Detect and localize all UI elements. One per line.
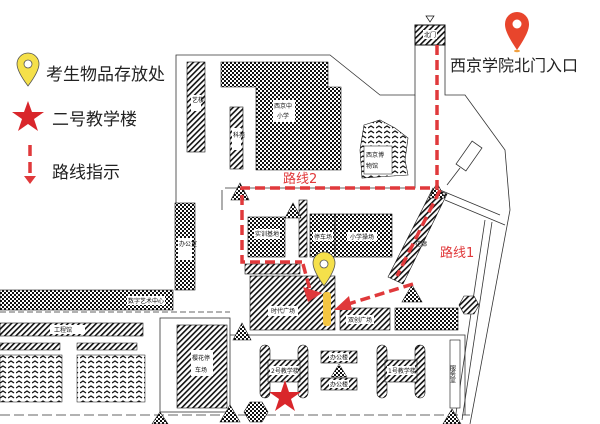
label: 艺楼 <box>192 96 204 104</box>
label: 1号教学楼 <box>388 367 416 375</box>
hatched-block <box>0 342 61 351</box>
route-2-path <box>240 45 439 291</box>
label: 花廊 <box>415 240 427 248</box>
storage-location-bar <box>323 292 331 326</box>
label: 时代广场 <box>271 307 295 315</box>
label: 樱花停 <box>192 354 210 362</box>
route-2-arrow <box>303 287 322 302</box>
label: 小学操场 <box>350 233 374 241</box>
north-entrance-pin-icon[interactable] <box>505 12 529 53</box>
route-1-arrow <box>334 296 352 310</box>
label: 车场 <box>195 366 207 374</box>
service-room: 服务室 <box>449 339 461 409</box>
route-1-path <box>344 189 442 307</box>
school-playground: 小学操场 <box>334 213 393 258</box>
hatched-strip <box>298 199 308 258</box>
storage-pin-icon[interactable] <box>312 251 336 287</box>
label: 办公楼 <box>330 381 348 389</box>
parking-lot: 停车场 <box>309 213 336 258</box>
legend-building2-label: 二号教学楼 <box>52 110 137 130</box>
digital-art-center: 数字艺术中心 <box>0 289 174 311</box>
north-gate: 北门 <box>414 15 446 46</box>
label: 工程馆 <box>54 326 72 334</box>
building-training: 实训基地 <box>247 216 286 258</box>
checker-block <box>394 307 459 331</box>
label: 西京博 <box>366 151 384 159</box>
label: 数字艺术中心 <box>128 297 164 305</box>
building-keyuan: 科苑 <box>229 106 245 170</box>
office-building: 办公楼 办公楼 <box>320 350 358 391</box>
label: 办公楼 <box>330 354 348 362</box>
label: 2号教学楼 <box>271 367 299 375</box>
office-room: 办公室 <box>174 202 197 291</box>
route-2-label: 路线2 <box>283 171 317 187</box>
hatched-block <box>244 263 301 275</box>
hatched-block <box>76 342 138 351</box>
label: 小学 <box>277 112 289 120</box>
legend-storage-label: 考生物品存放处 <box>46 65 165 85</box>
building-2-star-icon[interactable] <box>269 380 301 411</box>
north-gate-label: 北门 <box>424 31 436 39</box>
label: 科苑 <box>233 131 245 139</box>
times-plaza: 时代广场 <box>249 275 336 331</box>
label: 物馆 <box>366 162 378 170</box>
building-museum: 西京博 物馆 <box>359 119 409 179</box>
landmark-markers <box>151 182 480 424</box>
label: 服务室 <box>449 365 456 383</box>
building-art: 艺楼 <box>186 61 206 153</box>
teaching-building-1: 1号教学楼 <box>376 344 426 399</box>
label: 实训基地 <box>255 230 279 238</box>
label: 双创广场 <box>348 316 372 324</box>
legend-pin-icon <box>16 52 40 87</box>
square-2: 双创广场 <box>339 307 391 331</box>
legend-route-arrow-icon <box>24 145 36 184</box>
entrance-label: 西京学院北门入口 <box>450 56 579 75</box>
building-school: 西京中 小学 <box>220 61 342 171</box>
route-1-label: 路线1 <box>440 245 474 261</box>
label: 办公室 <box>179 240 197 248</box>
label: 西京中 <box>274 102 292 110</box>
wavy-block <box>0 354 63 403</box>
legend-star-icon <box>12 101 44 131</box>
label: 停车场 <box>314 233 332 241</box>
teaching-building-2: 2号教学楼 <box>259 344 309 399</box>
legend-route-label: 路线指示 <box>52 163 120 183</box>
engineering-hall: 工程馆 <box>0 322 144 337</box>
wavy-block <box>76 354 146 403</box>
